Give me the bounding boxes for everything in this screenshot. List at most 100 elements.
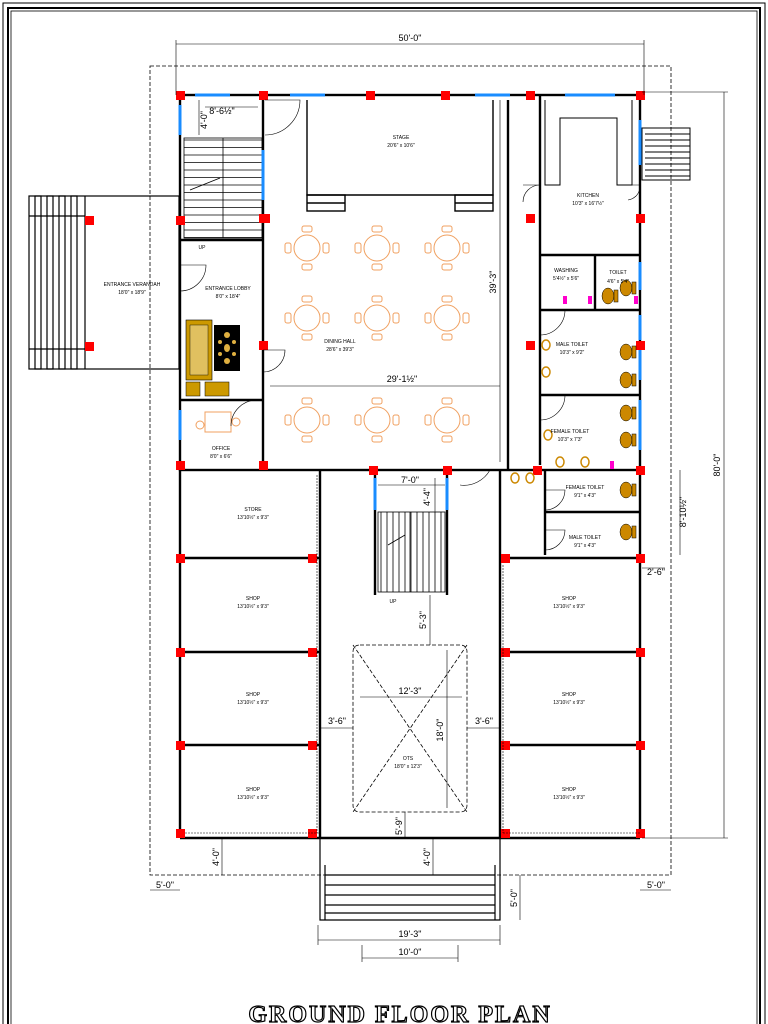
- dining-table: [284, 295, 330, 341]
- male-toilet-1-label: MALE TOILET: [556, 342, 588, 348]
- dining-table: [424, 295, 470, 341]
- dim-ots-height: 18'-0": [435, 719, 445, 742]
- toilet-fixture: [601, 287, 619, 305]
- dim-steps-depth: 5'-0": [509, 889, 519, 907]
- kitchen-label: KITCHEN: [577, 193, 599, 199]
- shop-l1-size: 13'10½" x 9'3": [237, 603, 269, 610]
- urinal-fixture: [541, 339, 551, 351]
- ots-void: [352, 644, 468, 813]
- female-toilet-2-label: FEMALE TOILET: [566, 485, 605, 491]
- dim-hall-depth: 39'-3": [488, 271, 498, 294]
- dining-size: 28'6" x 39'3": [326, 347, 354, 353]
- toilet-fixture: [619, 279, 637, 297]
- dining-table: [354, 397, 400, 443]
- column: [308, 648, 317, 657]
- toilet-fixture: [619, 371, 637, 389]
- urinal-fixture: [525, 472, 535, 484]
- washing-label: WASHING: [554, 268, 578, 274]
- dim-hall-width: 29'-1½": [387, 374, 417, 384]
- column: [85, 216, 94, 225]
- dim-front-right: 4'-0": [422, 848, 432, 866]
- dimension-labels: 50'-0" 80'-0" 8'-6½" 4'-0" 39'-3" 29'-1½…: [156, 33, 722, 957]
- dim-overall-width: 50'-0": [399, 33, 422, 43]
- dim-ots-bottom: 5'-9": [394, 817, 404, 835]
- column: [176, 741, 185, 750]
- dim-ots-right: 3'-6": [475, 716, 493, 726]
- urinal-fixture: [555, 456, 565, 468]
- column: [308, 554, 317, 563]
- dining-table: [354, 295, 400, 341]
- dim-steps-width: 19'-3": [399, 929, 422, 939]
- dim-stair2-width: 7'-0": [401, 475, 419, 485]
- shop-l3-size: 13'10½" x 9'3": [237, 794, 269, 801]
- tap-fixture: [634, 296, 638, 304]
- column: [443, 466, 452, 475]
- front-steps: [319, 838, 501, 921]
- kitchen-size: 10'3" x 16'7½": [572, 200, 604, 207]
- dim-ots-top: 5'-3": [418, 611, 428, 629]
- dining-table: [354, 225, 400, 271]
- column: [369, 466, 378, 475]
- dim-margin-right: 5'-0": [647, 880, 665, 890]
- dining-table: [424, 225, 470, 271]
- tap-fixture: [610, 461, 614, 469]
- doors: [179, 99, 641, 551]
- office-size: 8'0" x 6'6": [210, 454, 232, 460]
- column: [636, 829, 645, 838]
- urinal-fixture: [541, 366, 551, 378]
- column: [441, 91, 450, 100]
- urinal-fixture: [510, 472, 520, 484]
- dining-table: [424, 397, 470, 443]
- dim-margin-left: 5'-0": [156, 880, 174, 890]
- column: [366, 91, 375, 100]
- dim-front-left: 4'-0": [211, 848, 221, 866]
- toilet-fixture: [619, 523, 637, 541]
- column: [636, 648, 645, 657]
- column: [261, 214, 270, 223]
- dining-tables: [284, 225, 470, 443]
- dim-ots-width: 12'-3": [399, 686, 422, 696]
- column: [636, 554, 645, 563]
- column: [176, 461, 185, 470]
- column: [308, 829, 317, 838]
- dim-overall-depth: 80'-0": [712, 454, 722, 477]
- shop-l2-size: 13'10½" x 9'3": [237, 699, 269, 706]
- toilet-fixture: [619, 404, 637, 422]
- columns: [85, 91, 645, 838]
- column: [259, 341, 268, 350]
- column: [636, 466, 645, 475]
- column: [176, 829, 185, 838]
- shop-r2-size: 13'10½" x 9'3": [553, 699, 585, 706]
- dining-table: [284, 397, 330, 443]
- column: [501, 741, 510, 750]
- stage-label: STAGE: [393, 135, 410, 141]
- female-toilet-2-size: 9'1" x 4'3": [574, 493, 596, 499]
- store-label: STORE: [244, 507, 262, 513]
- column: [176, 216, 185, 225]
- dim-stair2-height: 4'-4": [422, 488, 432, 506]
- tap-fixture: [563, 296, 567, 304]
- toilet-fixture: [619, 343, 637, 361]
- dining-label: DINING HALL: [324, 339, 356, 345]
- dim-stair-top: 8'-6½": [209, 106, 234, 116]
- dim-small: 2'-6": [647, 567, 665, 577]
- shop-r2-label: SHOP: [562, 692, 577, 698]
- lobby-size: 8'0" x 18'4": [216, 294, 241, 300]
- tap-fixture: [588, 296, 592, 304]
- column: [533, 466, 542, 475]
- dim-steps-inner: 10'-0": [399, 947, 422, 957]
- male-toilet-2-size: 9'1" x 4'3": [574, 543, 596, 549]
- column: [176, 91, 185, 100]
- shop-l3-label: SHOP: [246, 787, 261, 793]
- staircase-2: [377, 511, 446, 593]
- urinal-fixture: [580, 456, 590, 468]
- drawing-title: GROUND FLOOR PLAN: [248, 1002, 551, 1024]
- lobby-label: ENTRANCE LOBBY: [205, 286, 251, 292]
- toilet-fixtures: [510, 279, 638, 541]
- room-labels: STAGE 20'6" x 10'6" KITCHEN 10'3" x 16'7…: [104, 135, 629, 801]
- shop-l1-label: SHOP: [246, 596, 261, 602]
- column: [176, 554, 185, 563]
- ots-size: 18'0" x 12'3": [394, 764, 422, 770]
- toilet-label: TOILET: [609, 270, 626, 276]
